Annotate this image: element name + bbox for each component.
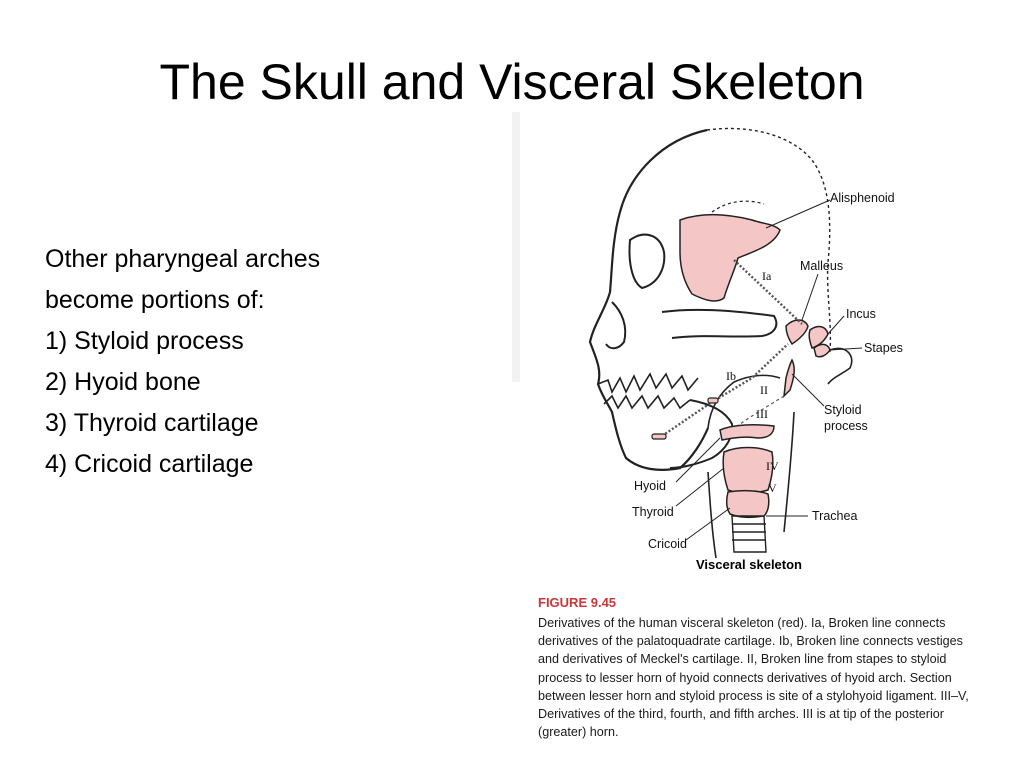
- body-line: 2) Hyoid bone: [45, 368, 201, 396]
- arch-ii-line: [733, 395, 785, 429]
- styloid-process-label-2: process: [824, 419, 868, 433]
- incus-label: Incus: [846, 307, 876, 321]
- body-line: 3) Thyroid cartilage: [45, 409, 259, 437]
- visceral-skeleton-figure: Alisphenoid Malleus Incus Stapes Styloid…: [512, 112, 1012, 586]
- caption-text: Derivatives of the human visceral skelet…: [538, 616, 969, 740]
- alisphenoid-dashed-outline: [711, 200, 765, 213]
- cranium-back-outline: [706, 127, 832, 353]
- cricoid-cartilage: [725, 489, 770, 519]
- thyroid-cartilage: [722, 446, 774, 494]
- styloid-process-label: Styloid: [824, 403, 862, 417]
- alisphenoid-bone: [679, 213, 781, 302]
- hyoid-label: Hyoid: [634, 479, 666, 493]
- cricoid-label: Cricoid: [648, 537, 687, 551]
- neck-outline: [707, 411, 795, 559]
- leader-lines: [675, 199, 863, 541]
- arch-ia-line: [733, 259, 803, 325]
- slide-title: The Skull and Visceral Skeleton: [159, 54, 865, 110]
- eye-orbit: [628, 233, 666, 290]
- malleus-label: Malleus: [800, 259, 843, 273]
- body-line: become portions of:: [45, 286, 265, 314]
- arch-iii-marker: III: [756, 407, 768, 421]
- trachea-label: Trachea: [812, 509, 857, 523]
- arch-ii-marker: II: [760, 383, 768, 397]
- nasal-outline: [605, 301, 627, 350]
- arch-ia-marker: Ia: [762, 269, 772, 283]
- lower-teeth: [603, 394, 691, 410]
- trachea-rings: [731, 515, 767, 553]
- alisphenoid-label: Alisphenoid: [830, 191, 895, 205]
- body-text: Other pharyngeal arches become portions …: [45, 239, 505, 485]
- stapes-label: Stapes: [864, 341, 903, 355]
- zygomatic-arch: [661, 308, 778, 339]
- meckel-vestige: [651, 433, 667, 440]
- stapes-bone: [813, 343, 831, 358]
- incus-bone: [808, 325, 829, 349]
- body-line: 1) Styloid process: [45, 327, 244, 355]
- skull-diagram: Alisphenoid Malleus Incus Stapes Styloid…: [512, 112, 1012, 586]
- thyroid-label: Thyroid: [632, 505, 674, 519]
- arch-v-marker: V: [768, 481, 777, 495]
- figure-caption: FIGURE 9.45 Derivatives of the human vis…: [538, 594, 978, 741]
- body-line: Other pharyngeal arches: [45, 245, 321, 273]
- figure-title: Visceral skeleton: [696, 557, 802, 572]
- body-line: 4) Cricoid cartilage: [45, 450, 254, 478]
- arch-iv-marker: IV: [766, 459, 779, 473]
- skull-outline: [588, 128, 710, 471]
- figure-number: FIGURE 9.45: [538, 595, 617, 610]
- upper-teeth: [597, 372, 699, 394]
- mandible-ramus: [707, 374, 781, 429]
- arch-ib-marker: Ib: [726, 369, 736, 383]
- hyoid-bone: [719, 424, 775, 441]
- meckel-vestige: [707, 397, 719, 404]
- mandible-outline: [669, 399, 734, 469]
